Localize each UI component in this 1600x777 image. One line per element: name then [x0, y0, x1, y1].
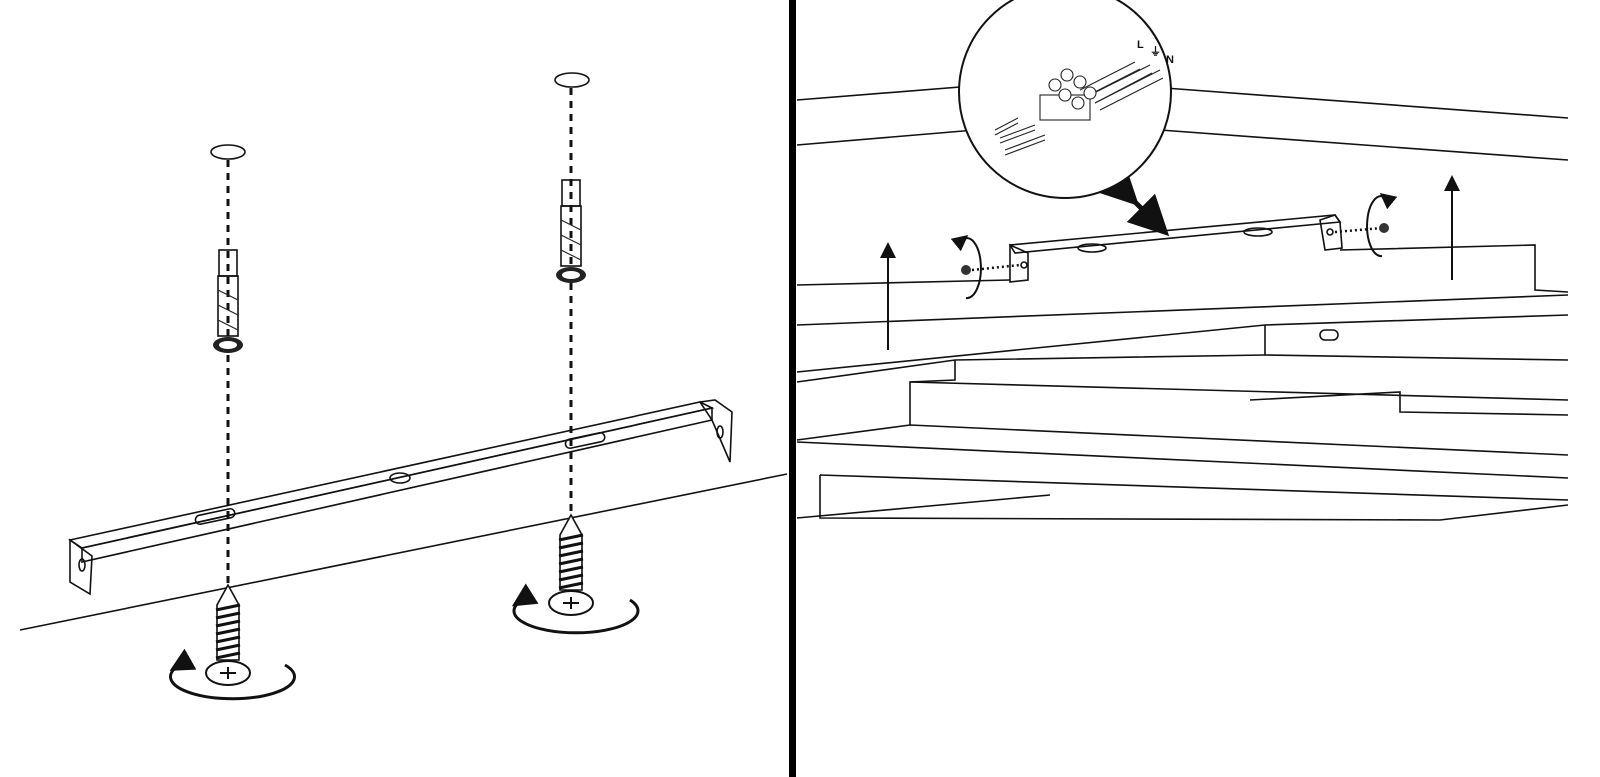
ceiling-bracket [1008, 214, 1343, 283]
drill-hole [210, 144, 246, 160]
live-label: L [1137, 39, 1144, 51]
alignment-line [971, 263, 1021, 272]
earth-icon: ⏚ [1150, 45, 1161, 58]
screw-icon [204, 583, 252, 687]
floor-line [19, 473, 788, 631]
drill-hole [554, 72, 590, 88]
mounting-bracket [67, 399, 733, 596]
rotate-arrow-icon [1366, 192, 1398, 258]
neutral-label: N [1166, 54, 1174, 66]
screw-icon [547, 513, 595, 617]
rotate-arrow-icon [169, 648, 296, 701]
ceiling-surface [796, 84, 1569, 521]
rotate-arrow-icon [511, 583, 640, 635]
rotate-arrow-icon [950, 234, 982, 300]
screw-icon [961, 265, 971, 275]
wall-mount-panel [19, 72, 788, 701]
panel-divider [789, 0, 796, 777]
double-arrow-icon [1096, 163, 1170, 237]
alignment-line [1334, 226, 1383, 234]
ceiling-mount-panel: L ⏚ N [796, 0, 1569, 521]
screw-icon [1379, 223, 1389, 233]
wiring-detail-callout: L ⏚ N [958, 0, 1174, 199]
